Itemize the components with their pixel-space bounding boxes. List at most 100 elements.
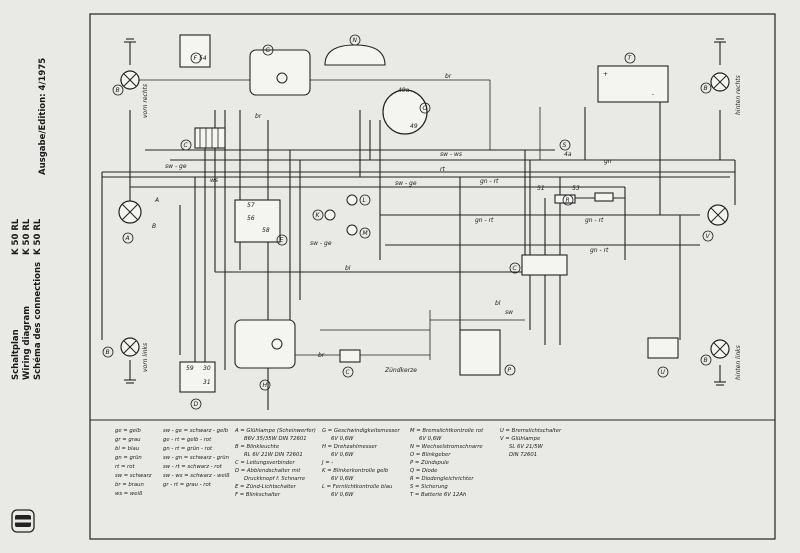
title-model-1: K 50 RL <box>11 218 21 255</box>
title-line-1: Schaltplan <box>11 329 21 380</box>
connector-C-right <box>521 254 568 276</box>
letter-V: V <box>706 233 711 240</box>
brake-switch-U <box>647 337 679 359</box>
svg-text:D = Abblendschalter mit: D = Abblendschalter mit <box>235 468 301 474</box>
side-labels: vorn rechts vorn links hinten rechts hin… <box>142 75 742 380</box>
ignition-switch-E <box>234 199 281 243</box>
label-vorn-links: vorn links <box>142 343 149 372</box>
indicator-lamps-K-L-M <box>324 194 358 236</box>
svg-text:sw = schwarz: sw = schwarz <box>115 473 152 479</box>
letter-D: D <box>194 401 199 408</box>
ground-top-left <box>124 38 136 65</box>
terminal-54: 54 <box>199 55 207 62</box>
svg-text:J = -: J = - <box>321 460 333 466</box>
svg-text:K = Blinkerkontrolle gelb: K = Blinkerkontrolle gelb <box>322 468 389 474</box>
battery-T <box>597 65 669 103</box>
letter-B-bl: B <box>106 349 110 356</box>
lamp-front-right <box>120 70 140 90</box>
svg-text:6V 0,6W: 6V 0,6W <box>331 476 354 482</box>
terminal-30: 30 <box>203 365 211 372</box>
letter-A: A <box>125 235 130 242</box>
wire-label-sw-ws: sw - ws <box>440 151 462 158</box>
letter-T: T <box>628 55 633 62</box>
wire-label-rt: rt <box>440 166 445 173</box>
ground-bottom-left <box>124 360 136 384</box>
wire-labels: sw - ge sw - ge sw - ws gn - rt gn - rt … <box>152 55 654 386</box>
wire-label-gn-rt-1: gn - rt <box>475 217 494 224</box>
title-line-3: Schéma des connections <box>32 262 43 380</box>
letter-U: U <box>661 369 666 376</box>
svg-text:sw - ge = schwarz - gelb: sw - ge = schwarz - gelb <box>163 428 229 434</box>
svg-text:ws = weiß: ws = weiß <box>115 491 143 497</box>
wire-label-gn: gn <box>604 158 612 165</box>
title-model-3: K 50 RL <box>33 218 43 255</box>
svg-text:SL 6V 21/5W: SL 6V 21/5W <box>509 444 544 450</box>
title-model-2: K 50 RL <box>22 218 32 255</box>
letter-R: R <box>566 197 570 204</box>
wire-label-gn-rt-4: gn - rt <box>480 178 499 185</box>
svg-text:br = braun: br = braun <box>115 482 144 488</box>
svg-text:ge - rt = gelb - rot: ge - rt = gelb - rot <box>163 437 212 443</box>
svg-text:6V 0,6W: 6V 0,6W <box>331 452 354 458</box>
svg-text:B = Blinkleuchte: B = Blinkleuchte <box>235 444 280 450</box>
terminal-4a: 4a <box>564 151 572 158</box>
letter-E: E <box>280 237 284 244</box>
title-line-2: Wiring diagram <box>22 306 32 380</box>
legend-colors: ge = gelb gr = grau bl = blau gn = grün … <box>115 428 152 497</box>
label-vorn-rechts: vorn rechts <box>142 84 149 118</box>
speedometer-G <box>249 49 311 96</box>
terminal-57: 57 <box>247 202 255 209</box>
wire-label-br-bot: br <box>318 352 325 359</box>
svg-text:U = Bremslichtschalter: U = Bremslichtschalter <box>500 428 562 434</box>
flasher-switch-F <box>179 34 211 68</box>
letter-L: L <box>363 197 366 204</box>
legend-parts-2: G = Geschwindigkeitsmesser 6V 0,6W H = D… <box>321 428 400 498</box>
legend-parts-3: M = Bremslichtkontrolle rot 6V 0,6W N = … <box>410 428 484 498</box>
svg-text:L = Fernlichtkontrolle blau: L = Fernlichtkontrolle blau <box>322 484 393 490</box>
terminal-59: 59 <box>186 365 194 372</box>
flasher-O <box>382 89 428 135</box>
svg-text:Q = Diode: Q = Diode <box>410 468 438 474</box>
svg-text:RL 6V 21W DIN 72601: RL 6V 21W DIN 72601 <box>244 452 303 458</box>
svg-text:G = Geschwindigkeitsmesser: G = Geschwindigkeitsmesser <box>322 428 400 434</box>
svg-text:S = Sicherung: S = Sicherung <box>410 484 448 490</box>
legend-combos: sw - ge = schwarz - gelb sw - ge = schwa… <box>163 428 230 488</box>
connector-C-top <box>194 127 226 149</box>
svg-text:gn - rt = grün - rot: gn - rt = grün - rot <box>163 446 213 452</box>
terminal-31: 31 <box>203 379 211 386</box>
lamp-rear-left <box>710 339 730 359</box>
letter-C-bottom: C <box>346 369 351 376</box>
svg-text:T = Batterie 6V 12Ah: T = Batterie 6V 12Ah <box>410 492 466 498</box>
letter-N: N <box>353 37 358 44</box>
wire-label-gn-rt-3: gn - rt <box>590 247 609 254</box>
wire-label-sw: sw <box>505 309 513 316</box>
svg-text:F = Blinkschalter: F = Blinkschalter <box>235 492 281 498</box>
letter-B-tr: B <box>704 85 708 92</box>
letter-H: H <box>263 382 268 389</box>
letter-P: P <box>508 367 512 374</box>
buzzer-N <box>324 44 386 66</box>
legend-parts-1: A = Glühlampe (Scheinwerfer) B6V 35/35W … <box>234 428 316 498</box>
terminal-49a: 49a <box>398 87 410 94</box>
svg-text:M = Bremslichtkontrolle rot: M = Bremslichtkontrolle rot <box>410 428 484 434</box>
component-letters: B B B B A C D E F G H K L M N O P R S T … <box>102 34 714 410</box>
label-hinten-rechts: hinten rechts <box>735 75 742 115</box>
lamp-front-left <box>120 337 140 357</box>
wire-label-A-a: A <box>154 197 159 204</box>
connector-C-bottom <box>339 349 361 363</box>
ground-bottom-right <box>714 365 726 386</box>
headlamp-A <box>118 200 142 224</box>
wire-label-sw-ge-2: sw - ge <box>395 180 417 187</box>
svg-text:ge = gelb: ge = gelb <box>115 428 142 434</box>
svg-text:gn = grün: gn = grün <box>115 455 142 461</box>
tachometer-H <box>234 319 296 369</box>
letter-K: K <box>316 212 321 219</box>
svg-text:E = Zünd-Lichtschalter: E = Zünd-Lichtschalter <box>235 484 297 490</box>
svg-text:sw - gn = schwarz - grün: sw - gn = schwarz - grün <box>163 455 229 461</box>
wire-label-gn-rt-2: gn - rt <box>585 217 604 224</box>
svg-text:P = Zündspule: P = Zündspule <box>410 460 450 466</box>
svg-text:6V 0,6W: 6V 0,6W <box>419 436 442 442</box>
wire-label-ws: ws <box>210 177 218 184</box>
svg-text:O = Blinkgeber: O = Blinkgeber <box>410 452 451 458</box>
